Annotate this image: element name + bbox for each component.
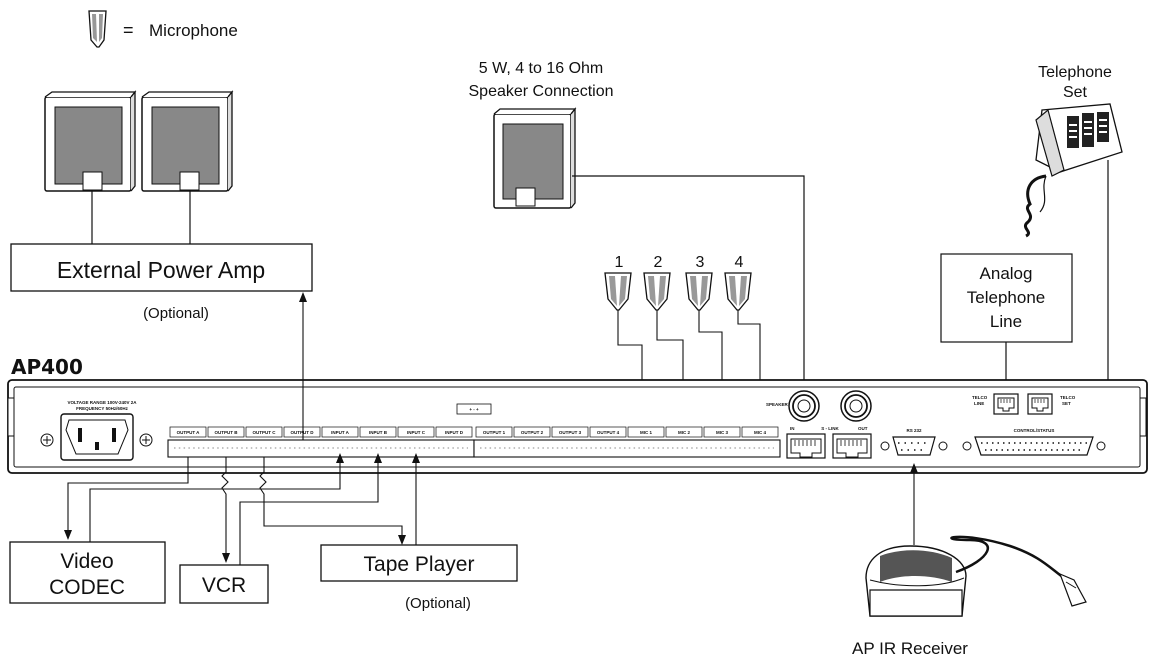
speaker-jack-label: SPEAKER bbox=[766, 402, 789, 407]
slink-out-port bbox=[832, 433, 872, 459]
power-inlet bbox=[40, 413, 153, 461]
terminal-output-2: OUTPUT 2 bbox=[521, 430, 544, 435]
external-power-amp: External Power Amp bbox=[10, 243, 313, 292]
terminal-strip-right bbox=[473, 439, 781, 458]
analog-line2: Telephone bbox=[967, 288, 1045, 307]
terminal-output-d: OUTPUT D bbox=[291, 430, 315, 435]
external-speaker-left bbox=[44, 90, 137, 192]
terminal-output-1: OUTPUT 1 bbox=[483, 430, 506, 435]
terminal-labels: OUTPUT A OUTPUT B OUTPUT C OUTPUT D INPU… bbox=[169, 426, 779, 438]
tape-player: Tape Player bbox=[320, 544, 518, 582]
microphone-legend: = Microphone bbox=[88, 10, 238, 48]
control-status-label: CONTROL/STATUS bbox=[1014, 428, 1055, 433]
terminal-mic-1: MIC 1 bbox=[640, 430, 652, 435]
terminal-input-b: INPUT B bbox=[369, 430, 388, 435]
microphone-3-icon bbox=[685, 272, 713, 311]
speaker-connection-line1: 5 W, 4 to 16 Ohm bbox=[479, 60, 604, 77]
analog-line1: Analog bbox=[980, 264, 1033, 283]
terminal-output-3: OUTPUT 3 bbox=[559, 430, 582, 435]
analog-line3: Line bbox=[990, 312, 1022, 331]
legend-equals: = bbox=[123, 20, 134, 40]
control-status-port bbox=[962, 436, 1106, 456]
vcr-label: VCR bbox=[202, 574, 246, 597]
external-power-amp-note: (Optional) bbox=[143, 305, 209, 322]
video-codec-line2: CODEC bbox=[49, 576, 125, 599]
microphone-2-icon bbox=[643, 272, 671, 311]
microphone-row: 1 2 3 4 bbox=[604, 254, 752, 311]
telco-line-label2: LINE bbox=[974, 401, 984, 406]
microphone-1-icon bbox=[604, 272, 632, 311]
mic-number-3: 3 bbox=[696, 254, 705, 271]
slink-in-label: IN bbox=[790, 426, 795, 431]
telco-line-jack bbox=[993, 393, 1019, 415]
rs232-port bbox=[880, 436, 948, 456]
mic-number-2: 2 bbox=[654, 254, 663, 271]
telephone-set-icon bbox=[1023, 103, 1123, 238]
mic-number-1: 1 bbox=[615, 254, 624, 271]
ir-receiver-label: AP IR Receiver bbox=[852, 639, 968, 658]
device-name: AP400 bbox=[11, 355, 83, 379]
terminal-mic-3: MIC 3 bbox=[716, 430, 728, 435]
speaker-jack-right bbox=[840, 390, 872, 422]
telco-line-label1: TELCO bbox=[972, 395, 988, 400]
vcr: VCR bbox=[179, 564, 269, 604]
microphone-4-icon bbox=[724, 272, 752, 311]
terminal-output-a: OUTPUT A bbox=[177, 430, 201, 435]
voltage-label: VOLTAGE RANGE 100V-240V 2A bbox=[67, 400, 137, 405]
video-codec: Video CODEC bbox=[9, 541, 166, 604]
external-speaker-right bbox=[141, 90, 234, 192]
terminal-mic-4: MIC 4 bbox=[754, 430, 766, 435]
speaker-connection-line2: Speaker Connection bbox=[469, 83, 614, 100]
frequency-label: FREQUENCY 50Hz/60Hz bbox=[76, 406, 128, 411]
analog-telephone-line: Analog Telephone Line bbox=[940, 253, 1073, 343]
telco-set-label2: SET bbox=[1062, 401, 1071, 406]
speaker-5w bbox=[493, 107, 577, 209]
terminal-input-a: INPUT A bbox=[331, 430, 350, 435]
speaker-jack-left bbox=[788, 390, 820, 422]
audio-connections bbox=[67, 457, 417, 566]
slink-in-port bbox=[786, 433, 826, 459]
telephone-set-line1: Telephone bbox=[1038, 64, 1112, 81]
external-power-amp-label: External Power Amp bbox=[57, 257, 265, 283]
tape-player-label: Tape Player bbox=[364, 553, 475, 576]
terminal-mic-2: MIC 2 bbox=[678, 430, 690, 435]
telephone-set-line2: Set bbox=[1063, 84, 1088, 101]
microphone-icon bbox=[88, 10, 107, 48]
slink-out-label: OUT bbox=[858, 426, 868, 431]
legend-microphone-label: Microphone bbox=[149, 21, 238, 40]
slink-label: S - LINK bbox=[821, 426, 839, 431]
rs232-label: RS 232 bbox=[906, 428, 922, 433]
terminal-output-4: OUTPUT 4 bbox=[597, 430, 620, 435]
tape-player-note: (Optional) bbox=[405, 595, 471, 612]
terminal-input-c: INPUT C bbox=[407, 430, 426, 435]
terminal-input-d: INPUT D bbox=[445, 430, 464, 435]
mic-number-4: 4 bbox=[735, 254, 744, 271]
terminal-strip-left bbox=[167, 439, 475, 458]
telco-set-jack bbox=[1027, 393, 1053, 415]
terminal-output-c: OUTPUT C bbox=[253, 430, 277, 435]
telco-set-label1: TELCO bbox=[1060, 395, 1076, 400]
ir-receiver-icon bbox=[865, 535, 1087, 617]
polarity-label: + - + bbox=[469, 407, 479, 412]
terminal-output-b: OUTPUT B bbox=[215, 430, 239, 435]
ap400-rear-panel: VOLTAGE RANGE 100V-240V 2A FREQUENCY 50H… bbox=[7, 379, 1148, 474]
video-codec-line1: Video bbox=[60, 550, 113, 573]
